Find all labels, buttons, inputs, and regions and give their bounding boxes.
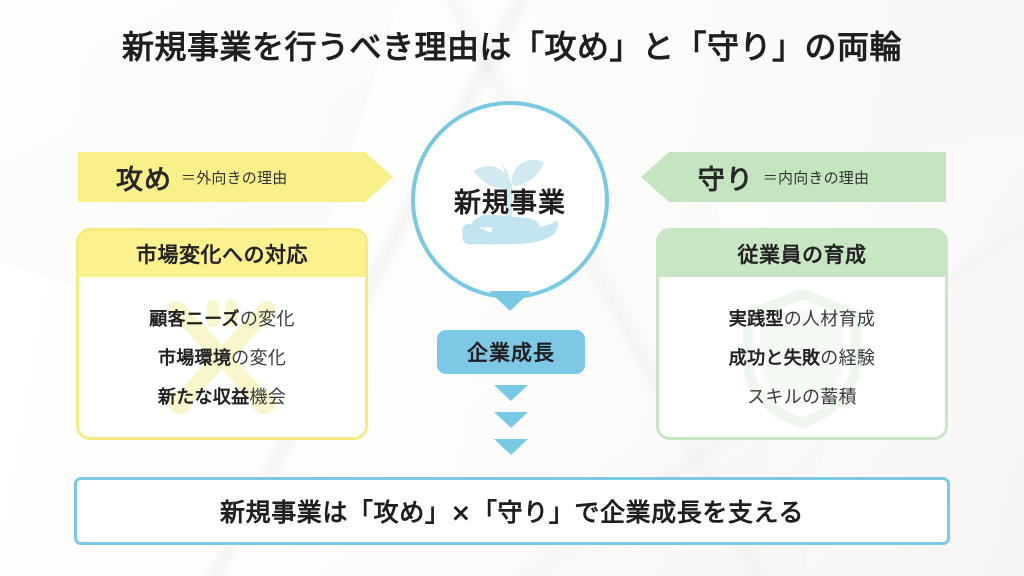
list-item-rest: の人材育成 [783,309,876,330]
employee-development-card-body: 実践型の人材育成 成功と失敗の経験 スキルの蓄積 [659,277,945,437]
list-item-rest: の変化 [231,348,287,369]
hand-holding-sprout-icon [442,132,578,268]
employee-development-card: 従業員の育成 実践型の人材育成 成功と失敗の経験 スキルの蓄積 [656,228,948,440]
new-business-circle: 新規事業 [411,101,609,299]
list-item: 新たな収益機会 [158,383,286,409]
defense-subtext: ＝内向きの理由 [762,168,870,187]
defense-headline: 守り [697,164,754,196]
market-change-card-header: 市場変化への対応 [79,231,365,277]
list-item-strong: 実践型 [728,309,784,330]
market-change-card: 市場変化への対応 顧客ニーズの変化 [76,228,368,440]
offense-arrow-banner: 攻め ＝外向きの理由 [78,152,393,202]
list-item-rest: の経験 [820,348,876,369]
offense-headline: 攻め [116,164,172,196]
page-title: 新規事業を行うべき理由は「攻め」と「守り」の両輪 [121,28,902,66]
list-item: 顧客ニーズの変化 [149,305,295,331]
arrow-down-icon [494,385,528,401]
list-item-strong: 顧客ニーズ [149,309,240,330]
list-item: 実践型の人材育成 [729,305,875,331]
market-change-card-body: 顧客ニーズの変化 市場環境の変化 新たな収益機会 [79,277,365,437]
offense-subtext: ＝外向きの理由 [181,168,288,187]
defense-arrow-banner: 守り ＝内向きの理由 [641,152,946,202]
arrow-down-icon [489,291,531,311]
list-item: 市場環境の変化 [158,344,286,370]
list-item: 成功と失敗の経験 [729,344,875,370]
list-item-rest: 機会 [249,387,287,408]
list-item-rest: の変化 [239,309,295,330]
corporate-growth-badge: 企業成長 [437,330,585,374]
arrow-down-icon [494,412,528,428]
list-item-strong: 市場環境 [157,348,232,369]
arrow-down-icon [494,439,528,455]
list-item-rest: スキルの蓄積 [747,387,857,408]
new-business-label: 新規事業 [454,187,566,219]
employee-development-card-header: 従業員の育成 [659,231,945,277]
list-item-strong: 成功と失敗 [728,348,821,369]
conclusion-banner: 新規事業は「攻め」×「守り」で企業成長を支える [74,477,950,545]
list-item-strong: 新たな収益 [157,387,250,408]
list-item: スキルの蓄積 [747,383,857,409]
